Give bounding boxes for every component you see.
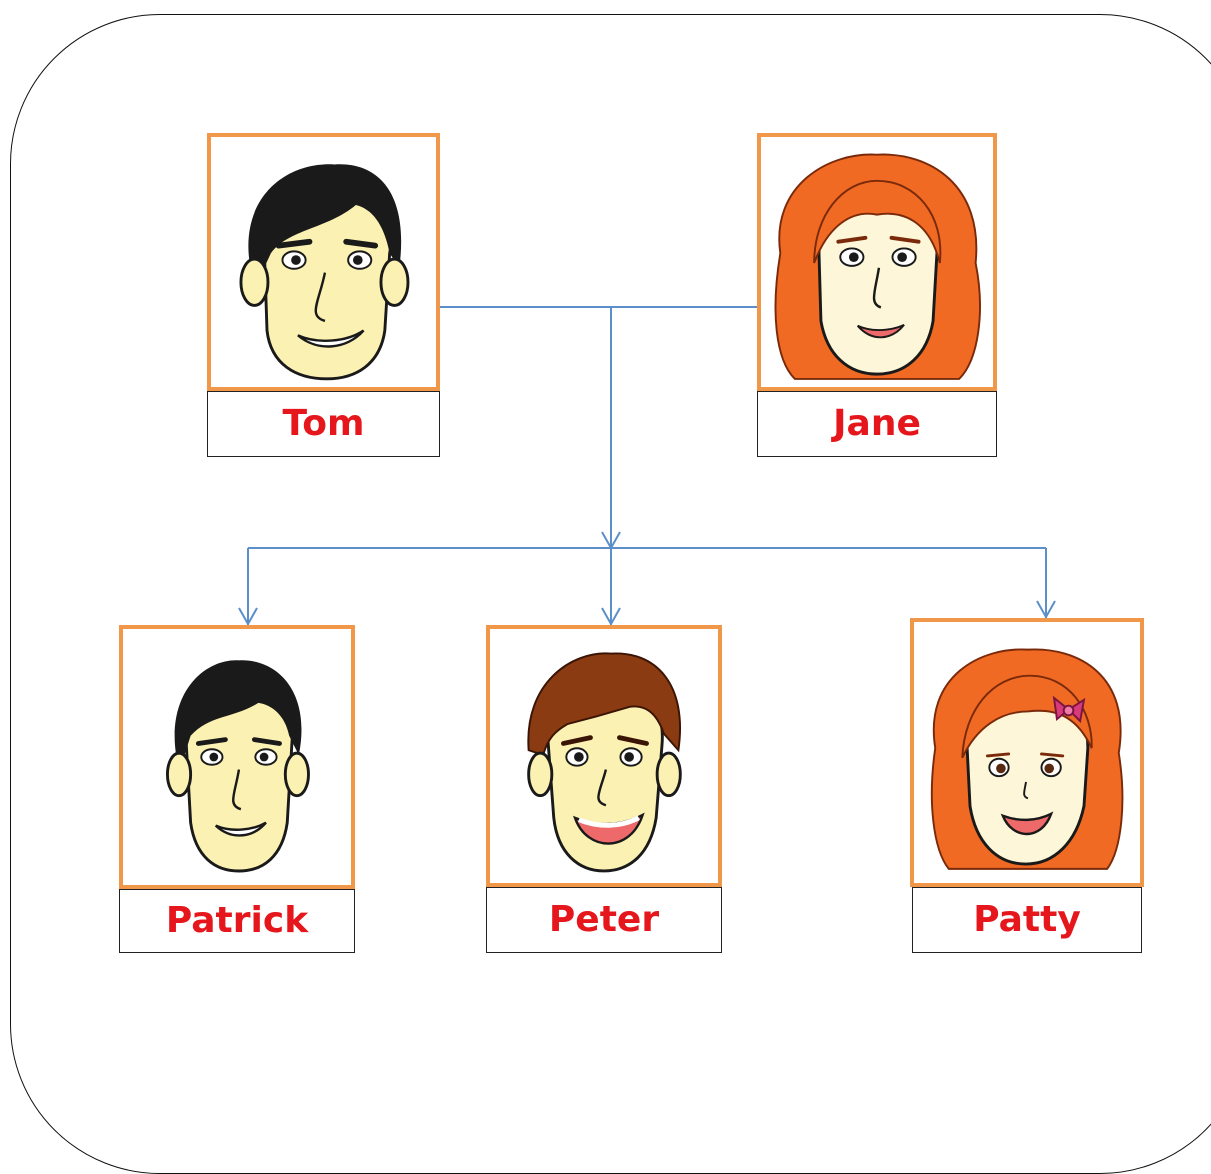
hair-bow-icon (1052, 695, 1086, 724)
name-patrick: Patrick (165, 900, 309, 941)
arrowhead-patty (1036, 600, 1056, 620)
name-box-tom: Tom (207, 391, 440, 457)
family-tree-diagram: Tom Jane (10, 14, 1211, 1174)
girl-red-hair-bow-face-icon (930, 648, 1124, 870)
portrait-patrick (119, 625, 355, 889)
name-tom: Tom (282, 403, 365, 444)
arrowhead-peter (601, 607, 621, 627)
boy-brown-hair-face-icon (527, 652, 682, 873)
name-jane: Jane (833, 403, 921, 444)
name-box-patty: Patty (912, 887, 1142, 953)
arrowhead-patrick (238, 607, 258, 627)
man-black-hair-face-icon (239, 164, 410, 381)
portrait-tom (207, 133, 440, 391)
name-box-patrick: Patrick (119, 889, 355, 953)
name-box-jane: Jane (757, 391, 997, 457)
name-peter: Peter (548, 899, 660, 940)
portrait-peter (486, 625, 722, 887)
connector-lines (238, 306, 1056, 627)
young-man-black-hair-face-icon (165, 660, 310, 873)
name-patty: Patty (973, 899, 1081, 940)
name-box-peter: Peter (486, 887, 722, 953)
portrait-jane (757, 133, 997, 391)
woman-red-hair-face-icon (774, 153, 981, 380)
portrait-patty (910, 618, 1144, 887)
